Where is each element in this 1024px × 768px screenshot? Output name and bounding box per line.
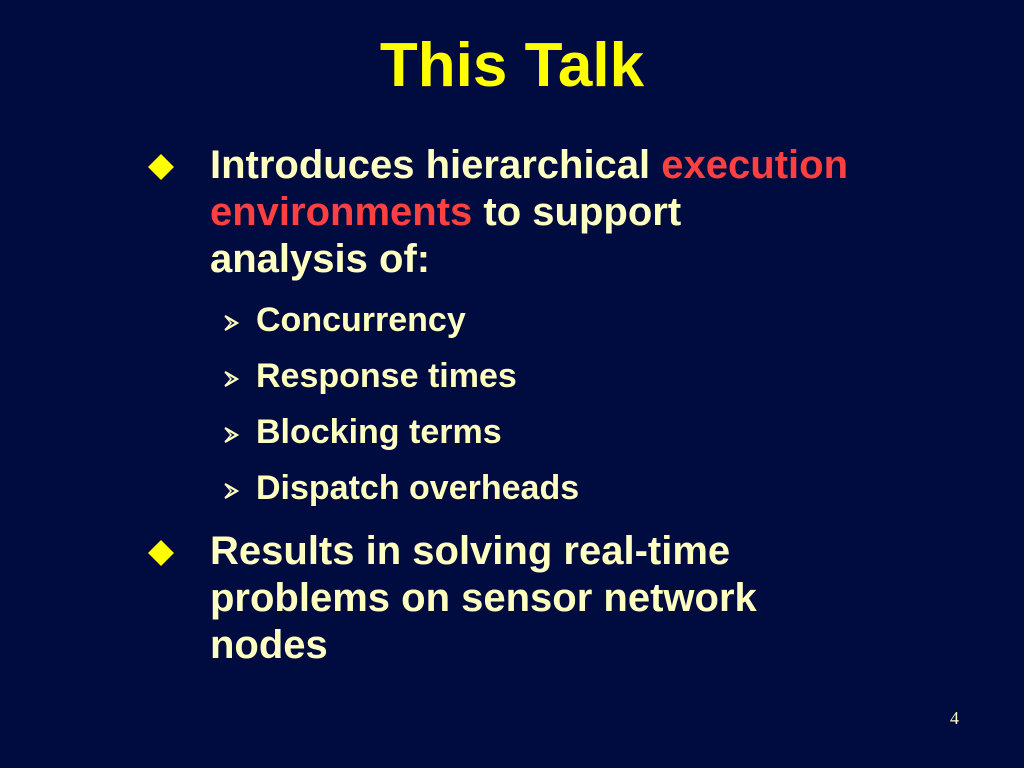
page-number: 4 [950, 708, 959, 728]
sub-bullet-text: Blocking terms [256, 413, 502, 451]
arrowhead-icon [224, 483, 240, 499]
sub-bullet-text: Dispatch overheads [256, 469, 580, 507]
bullet-text-pre: Introduces hierarchical [210, 143, 662, 187]
diamond-icon [148, 540, 174, 566]
diamond-icon [148, 154, 174, 180]
sub-bullet-text: Response times [256, 357, 517, 395]
slide-title: This Talk [379, 31, 645, 100]
sub-bullet-text: Concurrency [256, 301, 466, 339]
bullet-text: Results in solving real-time problems on… [210, 529, 757, 667]
bullet-text-highlight: execution environments [210, 143, 848, 234]
arrowhead-icon [224, 371, 240, 387]
bullet-text-post: to support analysis of: [210, 190, 682, 281]
arrowhead-icon [224, 427, 240, 443]
arrowhead-icon [224, 315, 240, 331]
bullet-text: Introduces hierarchical execution enviro… [210, 142, 850, 283]
